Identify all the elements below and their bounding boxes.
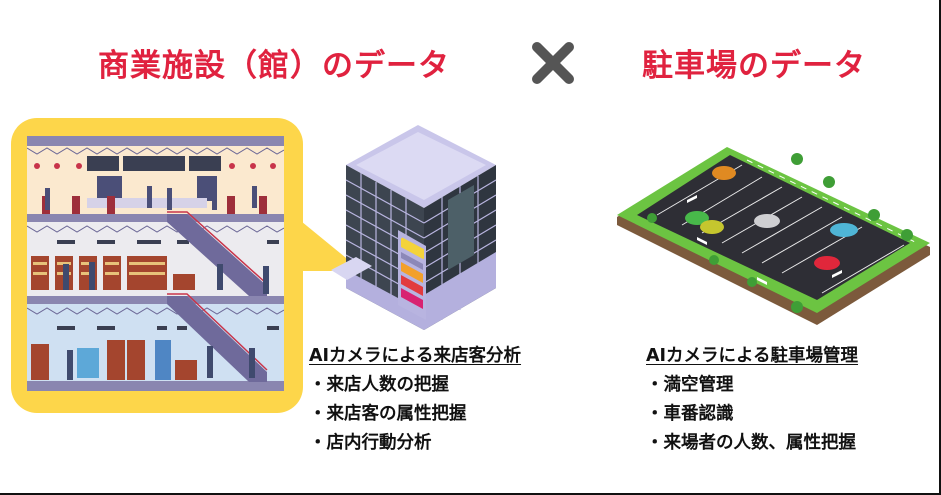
store-analysis-item: 来店客の属性把握 bbox=[309, 400, 521, 429]
store-analysis-item: 店内行動分析 bbox=[309, 429, 521, 458]
parking-management-item: 来場者の人数、属性把握 bbox=[646, 429, 858, 458]
mall-interior-illustration bbox=[27, 136, 284, 391]
cross-icon bbox=[532, 42, 574, 84]
parking-management-item: 満空管理 bbox=[646, 371, 858, 400]
parking-management-item: 車番認識 bbox=[646, 400, 858, 429]
isometric-parking-lot-illustration bbox=[617, 147, 930, 325]
store-analysis-heading: AIカメラによる来店客分析 bbox=[309, 346, 522, 366]
commercial-facility-title: 商業施設（館）のデータ bbox=[98, 48, 450, 84]
isometric-building-illustration bbox=[331, 125, 497, 330]
store-analysis-caption: AIカメラによる来店客分析 来店人数の把握 来店客の属性把握 店内行動分析 bbox=[309, 342, 521, 458]
callout-pointer bbox=[296, 217, 362, 271]
parking-title: 駐車場のデータ bbox=[642, 48, 866, 84]
parking-management-caption: AIカメラによる駐車場管理 満空管理 車番認識 来場者の人数、属性把握 bbox=[646, 342, 858, 458]
parking-management-heading: AIカメラによる駐車場管理 bbox=[646, 346, 859, 366]
store-analysis-item: 来店人数の把握 bbox=[309, 371, 521, 400]
